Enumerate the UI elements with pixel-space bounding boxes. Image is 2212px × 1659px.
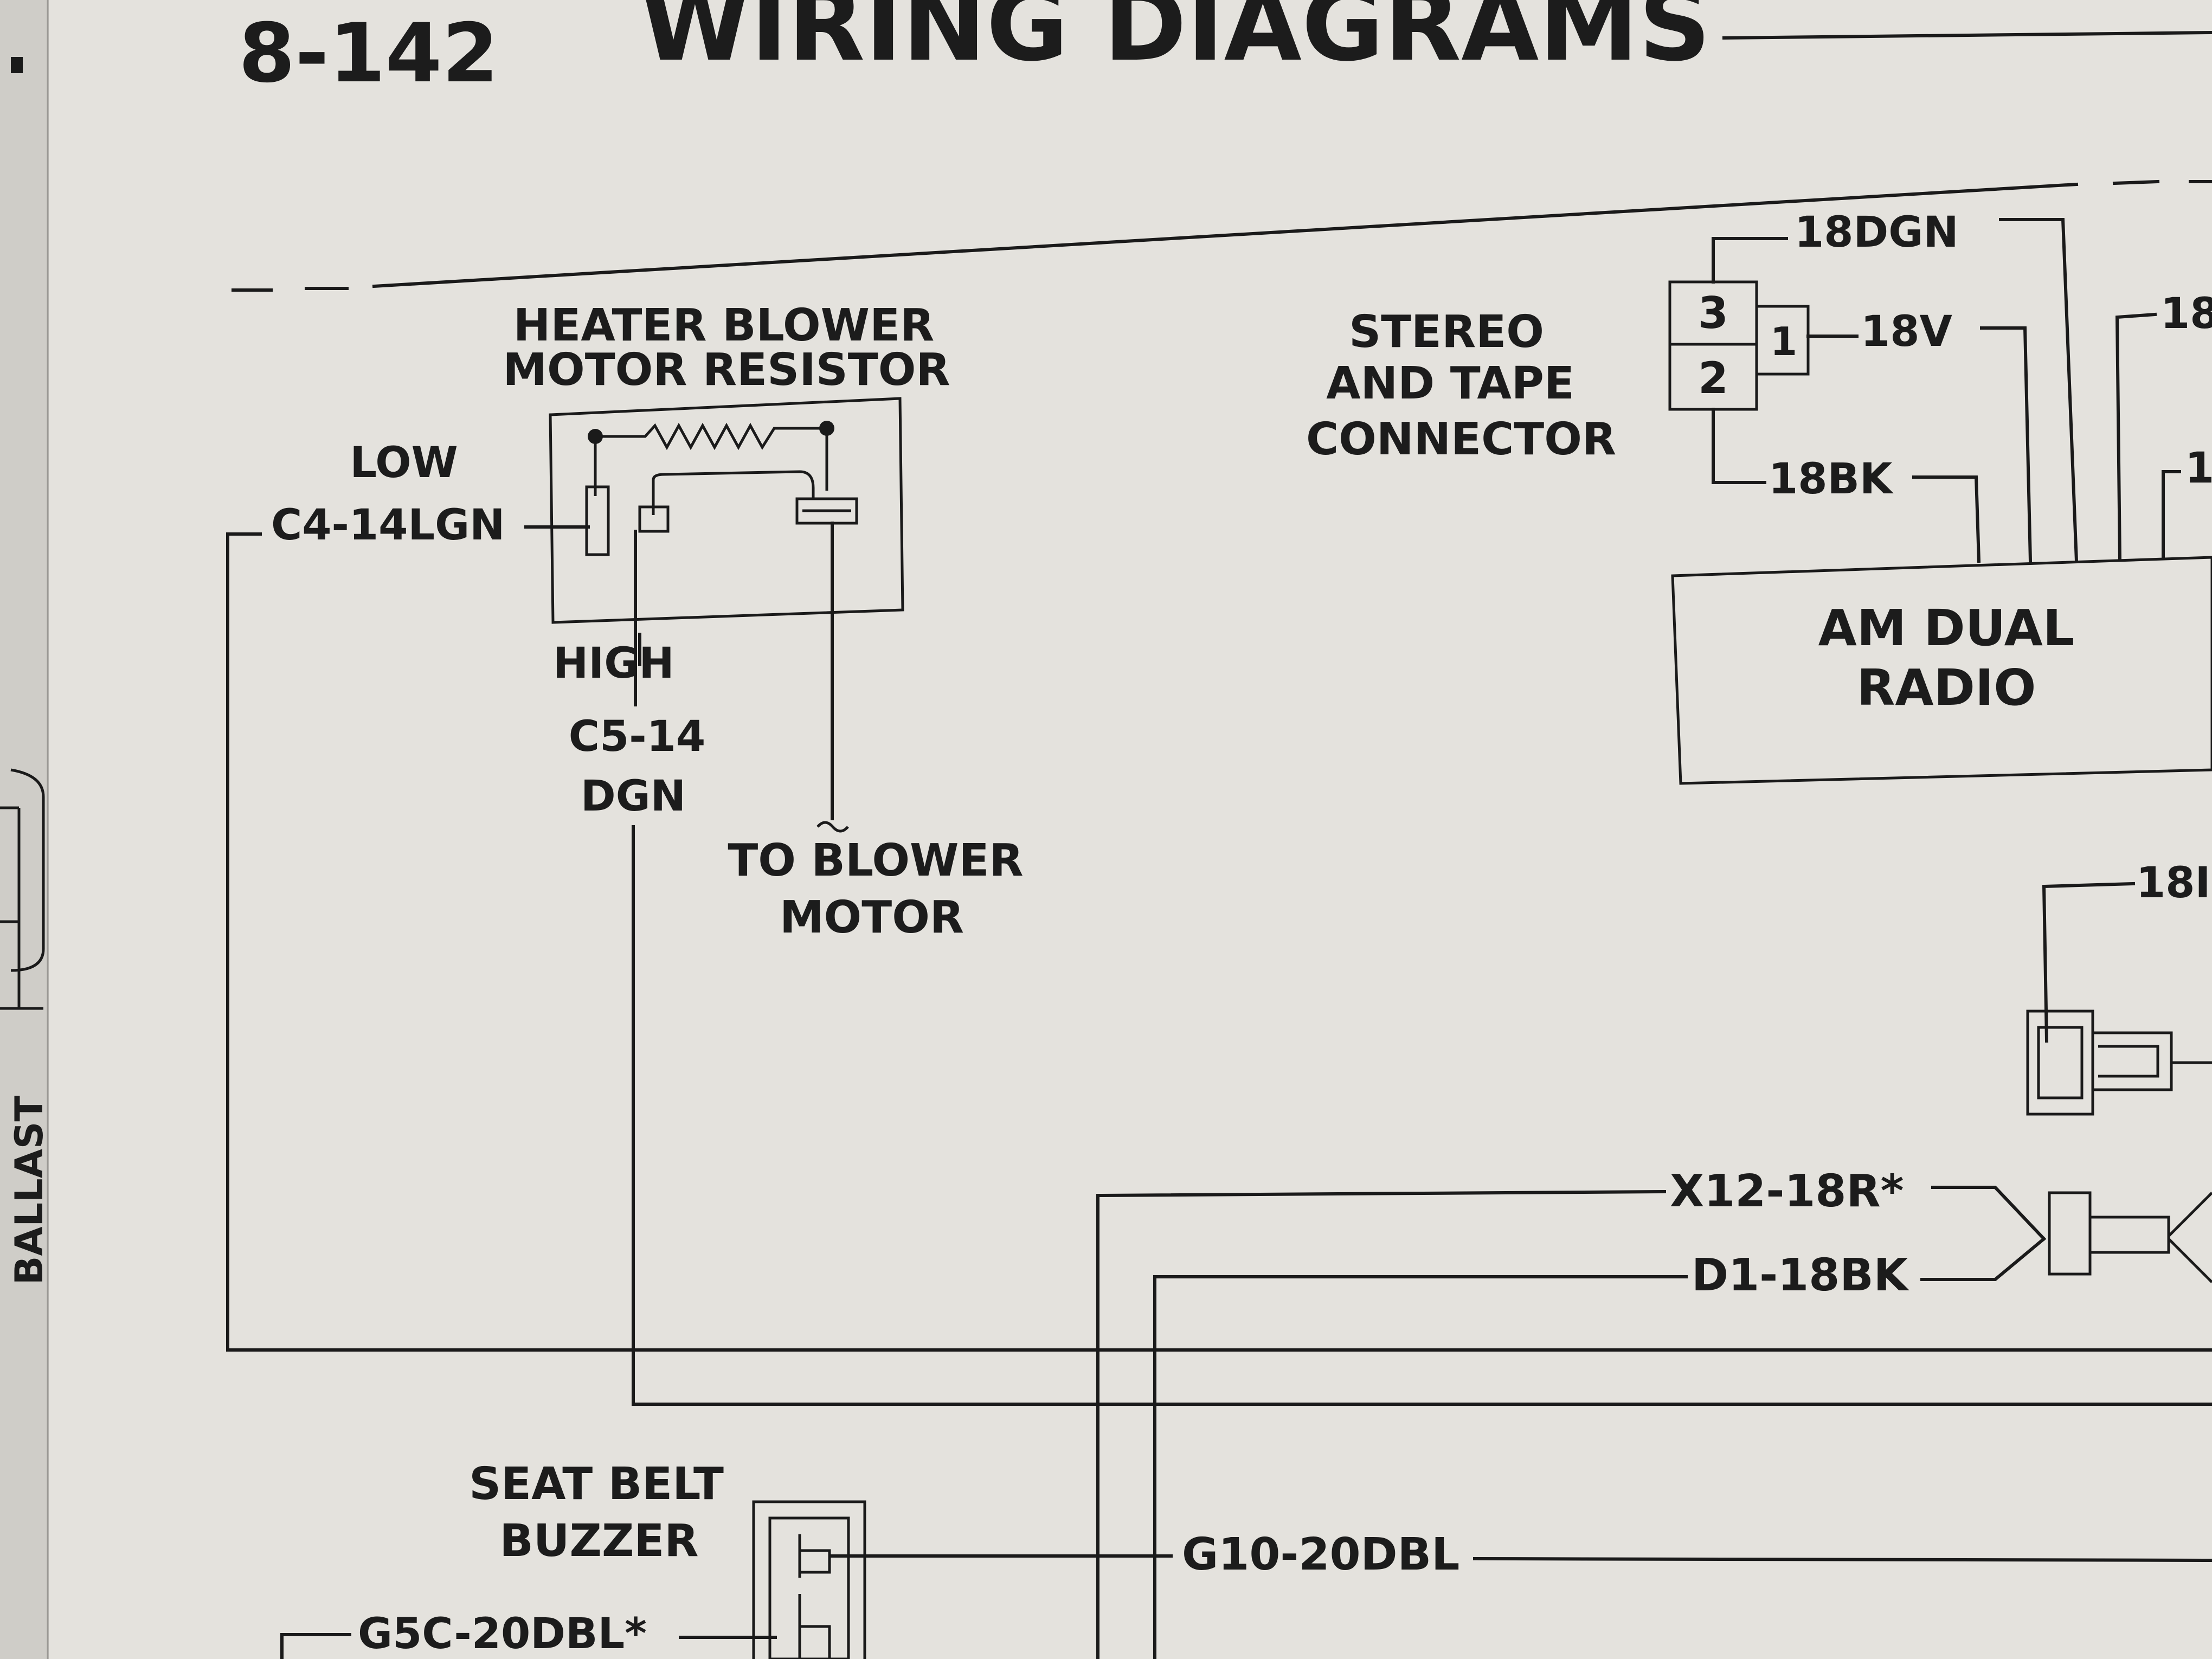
g10-wire-label: G10-20DBL <box>1182 1529 1459 1580</box>
wire-18v-label: 18V <box>1861 307 1952 356</box>
buzzer-label-line1: SEAT BELT <box>469 1458 724 1510</box>
g10-wire-right <box>1472 1557 2212 1562</box>
d1-wire <box>1153 1275 1688 1659</box>
right-connector-low <box>2048 1191 2212 1283</box>
buzzer-label-line2: BUZZER <box>499 1515 698 1567</box>
low-label: LOW <box>350 439 458 487</box>
wire-18dgn-label: 18DGN <box>1795 208 1959 257</box>
paper <box>43 0 2212 1659</box>
wire-cut-mid-label: 1 <box>2185 444 2212 493</box>
wire-18bk-right <box>1912 475 1981 563</box>
connector-pin-1: 1 <box>1770 319 1797 364</box>
page-title: WIRING DIAGRAMS <box>640 0 1711 83</box>
g5c-wire-label: G5C-20DBL* <box>358 1610 647 1658</box>
wire-18dgn-left <box>1712 237 1788 284</box>
x12-wire-label: X12-18R* <box>1670 1166 1904 1217</box>
radio-label-line1: AM DUAL <box>1818 599 2075 657</box>
header-rule <box>1722 30 2212 40</box>
x12-wire <box>1096 1189 1667 1659</box>
wire-18i <box>2042 882 2136 1043</box>
am-dual-radio-box <box>1671 556 2212 785</box>
to-blower-line2: MOTOR <box>780 892 964 943</box>
wire-18dgn-right <box>1999 218 2079 563</box>
c5-wire-run <box>632 825 2212 1406</box>
seat-belt-buzzer <box>752 1500 866 1659</box>
wire-18v-right <box>1980 326 2033 563</box>
c4-wire-label: C4-14LGN <box>271 501 505 550</box>
high-label: HIGH <box>553 639 674 688</box>
connector-pin-3: 3 <box>1698 288 1728 338</box>
right-connector-mid <box>2026 1009 2212 1116</box>
d1-wire-right <box>1920 1236 2047 1281</box>
ballast-bracket <box>0 57 45 1010</box>
wire-18bk-label: 18BK <box>1769 455 1894 504</box>
ballast-label: BALLAST <box>7 1096 52 1285</box>
stereo-label-line3: CONNECTOR <box>1306 414 1616 465</box>
stereo-label-line2: AND TAPE <box>1326 358 1574 409</box>
top-border-line <box>232 179 2212 292</box>
stereo-label-line1: STEREO <box>1349 306 1544 358</box>
wire-cut-top-label: 18 <box>2160 290 2212 338</box>
c5-label-line1: C5-14 <box>569 712 705 761</box>
heater-resistor-title-line1: HEATER BLOWER <box>513 300 935 351</box>
wire-break-mark <box>816 821 849 833</box>
d1-wire-label: D1-18BK <box>1692 1250 1910 1301</box>
x12-wire-right <box>1931 1186 2047 1242</box>
c5-label-line2: DGN <box>581 772 686 821</box>
page-gutter <box>0 0 49 1659</box>
radio-label-line2: RADIO <box>1857 659 2036 717</box>
wire-cut-mid <box>2162 470 2181 560</box>
to-blower-line1: TO BLOWER <box>728 835 1023 886</box>
wire-18bk-left <box>1712 408 1766 484</box>
heater-blower-motor-resistor <box>549 397 904 624</box>
wire-18i-label: 18I <box>2136 859 2211 908</box>
connector-pin-2: 2 <box>1698 353 1728 403</box>
heater-resistor-title-line2: MOTOR RESISTOR <box>503 344 950 396</box>
g5c-wire-left <box>280 1633 351 1659</box>
page-number: 8-142 <box>239 7 499 101</box>
wire-cut-top <box>2115 312 2157 561</box>
c4-wire-run <box>226 532 2212 1352</box>
